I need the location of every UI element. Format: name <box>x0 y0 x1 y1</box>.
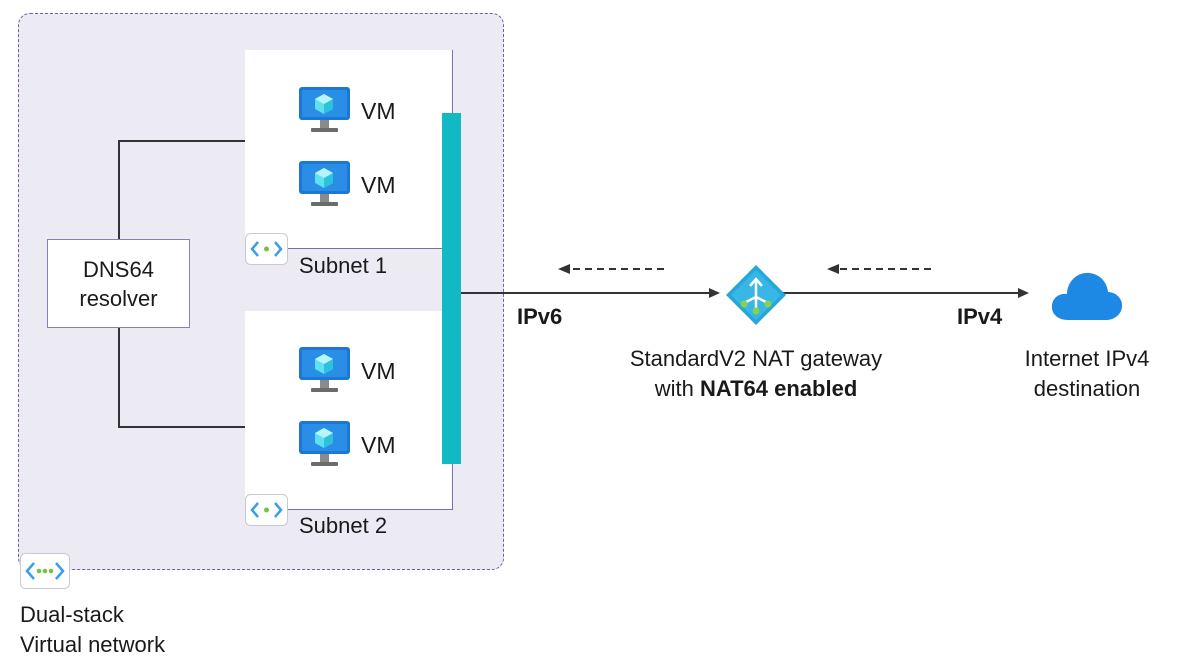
return-arrowhead-1 <box>558 264 570 274</box>
vm-icon <box>298 346 351 396</box>
vm-label: VM <box>361 357 396 384</box>
ipv6-arrowhead <box>709 288 720 298</box>
vm-subnet1-2: VM <box>298 160 396 210</box>
ipv4-arrowhead <box>1018 288 1029 298</box>
dns-label-line1: DNS64 <box>83 256 154 282</box>
vm-label: VM <box>361 171 396 198</box>
cloud-icon <box>1050 268 1124 322</box>
return-arrowhead-2 <box>827 264 839 274</box>
vm-icon <box>298 420 351 470</box>
vm-subnet2-1: VM <box>298 346 396 396</box>
subnet-icon <box>245 494 288 526</box>
subnet-1-panel <box>245 50 452 248</box>
subnet-2-panel <box>245 311 452 509</box>
vm-icon <box>298 86 351 136</box>
nat-gateway-icon <box>725 264 787 326</box>
vm-subnet2-2: VM <box>298 420 396 470</box>
dns64-resolver-box: DNS64 resolver <box>47 239 190 328</box>
ipv4-label: IPv4 <box>957 304 1003 329</box>
dns-label-line2: resolver <box>79 285 158 311</box>
gateway-label-line2: with NAT64 enabled <box>606 374 906 404</box>
vnet-label-line2: Virtual network <box>20 632 166 657</box>
nat-gateway-label: StandardV2 NAT gateway with NAT64 enable… <box>606 344 906 404</box>
gateway-label-bold: NAT64 enabled <box>699 376 858 401</box>
subnet-1-boundary-right <box>452 50 453 114</box>
dns-connector-bottom-v <box>118 327 120 428</box>
subnet-1-label: Subnet 1 <box>299 253 388 278</box>
dns-connector-bottom-h <box>118 426 245 428</box>
vnet-label-line1: Dual-stack <box>20 602 124 627</box>
subnet-bus-bar <box>442 113 461 464</box>
virtual-network-icon <box>20 553 70 589</box>
ipv6-label: IPv6 <box>517 304 563 329</box>
dns-connector-top-v <box>118 140 120 240</box>
vm-subnet1-1: VM <box>298 86 396 136</box>
dns-connector-top-h <box>118 140 245 142</box>
subnet-2-boundary-right <box>452 462 453 509</box>
vm-label: VM <box>361 97 396 124</box>
vm-icon <box>298 160 351 210</box>
destination-label-line2: destination <box>1033 376 1141 401</box>
subnet-2-boundary-bottom <box>287 509 453 510</box>
subnet-icon <box>245 233 288 265</box>
destination-label: Internet IPv4 destination <box>987 344 1187 404</box>
gateway-label-line1: StandardV2 NAT gateway <box>629 346 883 371</box>
destination-label-line1: Internet IPv4 <box>1024 346 1150 371</box>
subnet-1-boundary-bottom <box>287 248 443 249</box>
vm-label: VM <box>361 431 396 458</box>
subnet-2-label: Subnet 2 <box>299 513 388 538</box>
gateway-label-prefix: with <box>654 376 700 401</box>
